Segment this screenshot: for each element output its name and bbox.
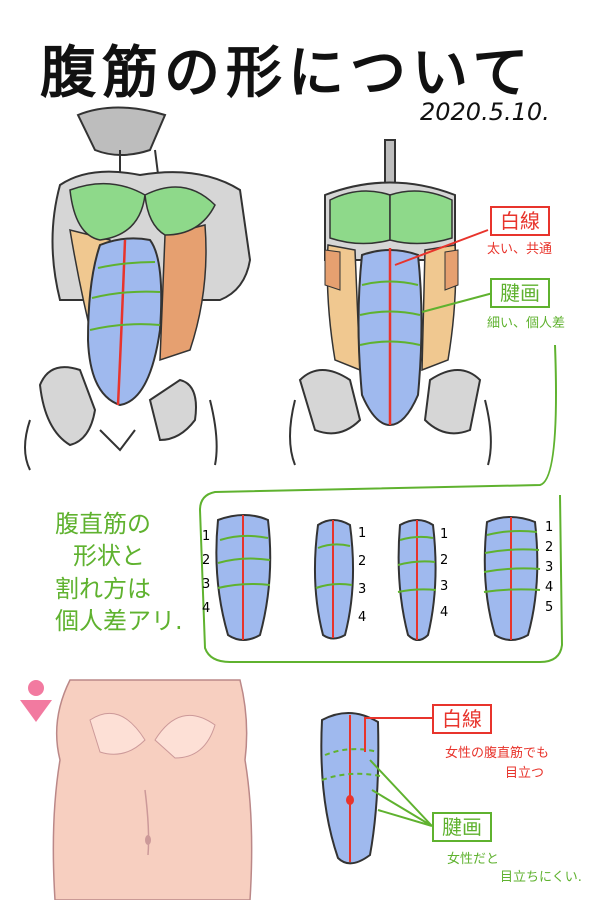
variant-1-numbers: 1 2 3 4 bbox=[202, 525, 210, 621]
right-torso-figure bbox=[289, 139, 494, 466]
bottom-white-line-note-2: 目立つ bbox=[505, 766, 545, 781]
variants-frame bbox=[198, 344, 564, 663]
page-title: 腹筋の形について bbox=[40, 41, 535, 106]
variant-shapes bbox=[215, 514, 541, 641]
variant-number: 3 bbox=[440, 579, 449, 594]
note-line-3: 割れ方は bbox=[55, 574, 151, 603]
bottom-white-line-label: 白線 bbox=[432, 704, 492, 734]
variant-number: 3 bbox=[202, 577, 211, 592]
tendon-label: 腱画 bbox=[490, 278, 550, 308]
variant-number: 1 bbox=[440, 527, 449, 542]
shape-variation-note: 腹直筋の 形状と 割れ方は 個人差アリ. bbox=[55, 508, 183, 638]
variant-number: 2 bbox=[440, 553, 449, 568]
date-stamp: 2020.5.10. bbox=[420, 98, 550, 126]
detail-abdominal bbox=[320, 712, 433, 865]
variant-3-numbers: 1 2 3 4 bbox=[440, 522, 448, 626]
variant-number: 5 bbox=[545, 600, 554, 615]
left-torso-figure bbox=[24, 106, 252, 471]
variant-number: 1 bbox=[202, 529, 211, 544]
variant-number: 3 bbox=[545, 560, 554, 575]
tendon-note: 細い、個人差 bbox=[487, 316, 566, 331]
white-line-label: 白線 bbox=[490, 206, 550, 236]
bottom-tendon-note-2: 目立ちにくい. bbox=[500, 870, 582, 885]
variant-number: 3 bbox=[358, 582, 367, 597]
white-line-note: 太い、共通 bbox=[487, 242, 553, 257]
female-torso-figure bbox=[52, 679, 253, 900]
variant-2-numbers: 1 2 3 4 bbox=[358, 520, 366, 632]
variant-number: 2 bbox=[545, 540, 554, 555]
arrow-down-icon bbox=[20, 680, 52, 722]
variant-number: 2 bbox=[358, 554, 367, 569]
variant-4-numbers: 1 2 3 4 5 bbox=[545, 518, 553, 618]
variant-number: 2 bbox=[202, 553, 211, 568]
variant-number: 1 bbox=[545, 520, 554, 535]
variant-number: 1 bbox=[358, 526, 367, 541]
variant-number: 4 bbox=[440, 605, 449, 620]
bottom-tendon-note-1: 女性だと bbox=[447, 852, 500, 867]
bottom-tendon-label: 腱画 bbox=[432, 812, 492, 842]
note-line-4: 個人差アリ. bbox=[55, 607, 183, 636]
note-line-2: 形状と bbox=[73, 542, 145, 571]
note-line-1: 腹直筋の bbox=[55, 510, 151, 538]
variant-number: 4 bbox=[545, 580, 554, 595]
bottom-white-line-note-1: 女性の腹直筋でも bbox=[445, 746, 550, 761]
variant-number: 4 bbox=[358, 610, 367, 625]
variant-number: 4 bbox=[202, 601, 211, 616]
